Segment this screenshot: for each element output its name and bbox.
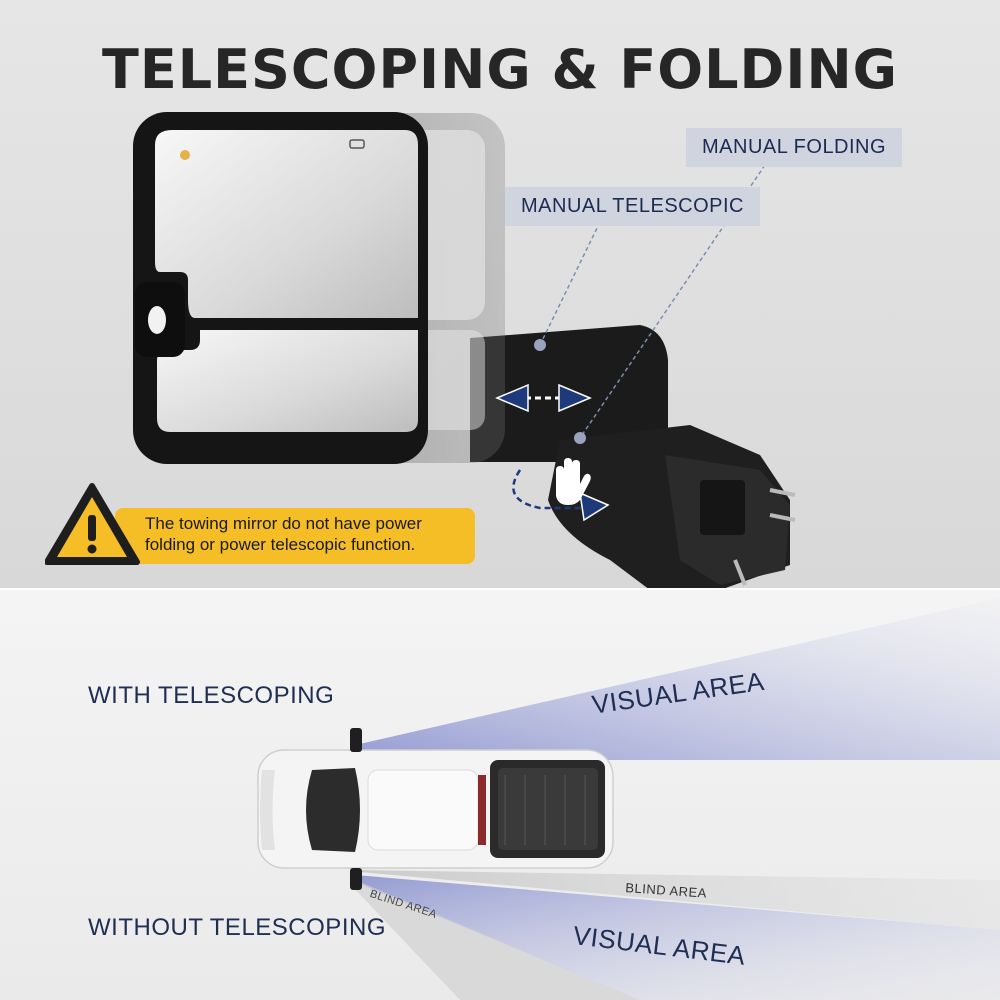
visibility-diagram bbox=[257, 598, 1000, 1000]
label-without-telescoping: WITHOUT TELESCOPING bbox=[88, 914, 386, 941]
visual-area-top-beam bbox=[355, 598, 1000, 760]
mirror-head bbox=[133, 112, 428, 464]
hand-icon bbox=[556, 458, 591, 505]
warning-text: The towing mirror do not have power fold… bbox=[145, 514, 422, 554]
folding-arrow-icon bbox=[512, 469, 610, 522]
pickup-truck bbox=[257, 728, 614, 890]
warning-note: The towing mirror do not have power fold… bbox=[45, 480, 475, 568]
label-with-telescoping: WITH TELESCOPING bbox=[88, 682, 335, 709]
telescopic-arrow-icon bbox=[495, 383, 592, 413]
blind-area-left-band bbox=[350, 880, 640, 1000]
product-panel: TELESCOPING & FOLDING bbox=[0, 0, 1000, 590]
warning-triangle-icon bbox=[45, 483, 140, 565]
visibility-diagram-panel: WITH TELESCOPING WITHOUT TELESCOPING VIS… bbox=[0, 590, 1000, 1000]
callout-manual-folding: MANUAL FOLDING bbox=[686, 128, 903, 167]
callout-manual-telescopic: MANUAL TELESCOPIC bbox=[505, 187, 761, 226]
page-title: TELESCOPING & FOLDING bbox=[102, 38, 898, 101]
mirror-arm bbox=[470, 325, 796, 590]
blind-area-bottom-band bbox=[360, 870, 1000, 930]
mirror-illustration bbox=[133, 112, 796, 590]
warning-box-shape bbox=[45, 483, 475, 565]
visual-area-bottom-beam bbox=[355, 875, 1000, 1000]
callout-lines bbox=[534, 164, 766, 444]
